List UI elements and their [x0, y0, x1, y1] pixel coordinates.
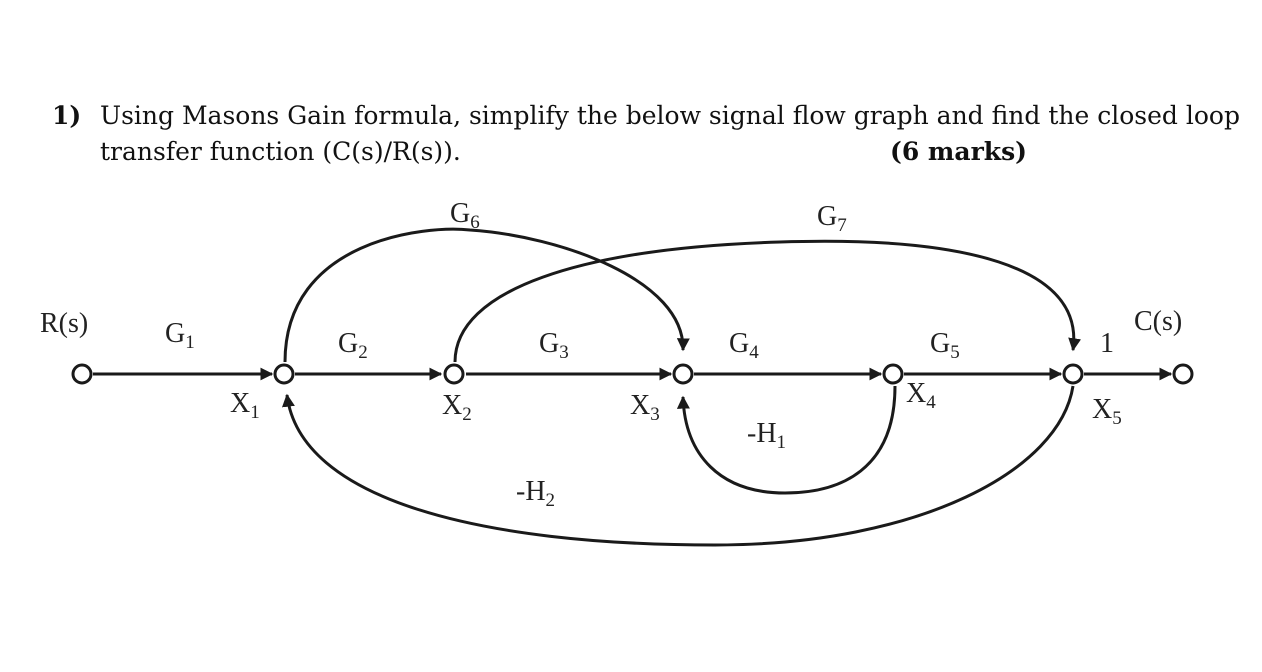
label-g7: G7 — [817, 201, 847, 236]
label-x5: X5 — [1092, 394, 1122, 429]
label-x1: X1 — [230, 388, 260, 423]
node-x5 — [1062, 363, 1084, 385]
label-x2: X2 — [442, 390, 472, 425]
label-g2: G2 — [338, 328, 368, 363]
label-h1: -H1 — [747, 418, 786, 453]
label-x4: X4 — [906, 378, 936, 413]
node-x1 — [273, 363, 295, 385]
question-text-line-1: Using Masons Gain formula, simplify the … — [100, 101, 1240, 130]
branch-g6 — [283, 227, 690, 363]
branch-g7 — [453, 239, 1082, 363]
label-h2: -H2 — [516, 476, 555, 511]
marks-label: (6 marks) — [890, 137, 1027, 166]
node-c — [1172, 363, 1194, 385]
label-g1: G1 — [165, 318, 195, 353]
input-label: R(s) — [40, 308, 88, 339]
label-x3: X3 — [630, 390, 660, 425]
node-x4 — [882, 363, 904, 385]
branch-h1 — [676, 385, 897, 495]
branch-h2 — [282, 385, 1075, 547]
label-unity: 1 — [1100, 328, 1114, 359]
node-x3 — [672, 363, 694, 385]
label-g3: G3 — [539, 328, 569, 363]
label-g5: G5 — [930, 328, 960, 363]
label-g6: G6 — [450, 198, 480, 233]
node-x2 — [443, 363, 465, 385]
output-label: C(s) — [1134, 306, 1182, 337]
question-text-line-2: transfer function (C(s)/R(s)). — [100, 137, 461, 166]
question-number: 1) — [52, 101, 82, 130]
label-g4: G4 — [729, 328, 759, 363]
node-r — [71, 363, 93, 385]
